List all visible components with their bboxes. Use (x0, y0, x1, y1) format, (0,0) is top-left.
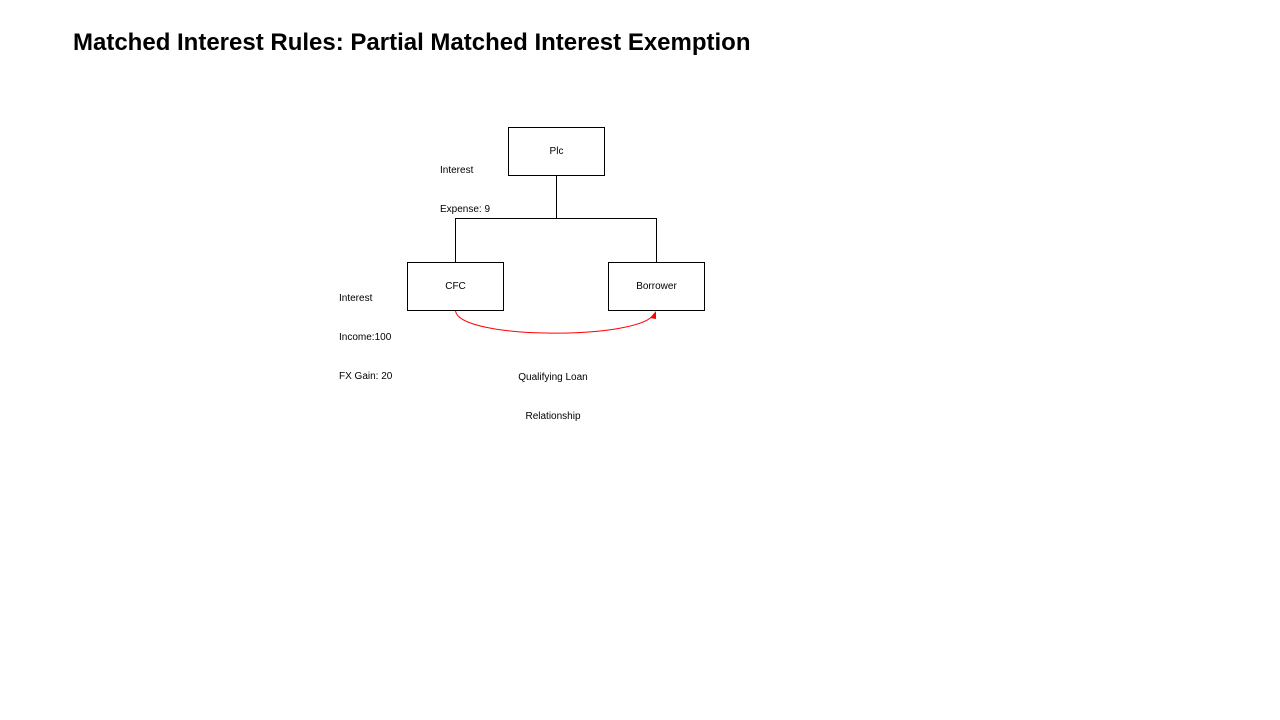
edge-label-line: Relationship (525, 411, 581, 422)
plc-annotation: Interest Expense: 9 (440, 138, 490, 229)
annotation-line: FX Gain: 20 (339, 371, 393, 382)
cfc-annotation: Interest Income:100 FX Gain: 20 (339, 266, 392, 396)
node-label: CFC (445, 281, 466, 292)
node-cfc[interactable]: CFC (407, 262, 504, 311)
annotation-line: Interest (440, 165, 474, 176)
ownership-connector (455, 175, 657, 262)
node-plc[interactable]: Plc (508, 127, 605, 176)
annotation-line: Expense: 9 (440, 204, 491, 215)
node-label: Borrower (636, 281, 677, 292)
edge-label-line: Qualifying Loan (518, 372, 588, 383)
page-title: Matched Interest Rules: Partial Matched … (73, 29, 751, 56)
arrowhead-icon (650, 311, 656, 319)
node-label: Plc (549, 146, 564, 157)
node-borrower[interactable]: Borrower (608, 262, 705, 311)
annotation-line: Interest (339, 293, 373, 304)
loan-relationship-label: Qualifying Loan Relationship (503, 345, 603, 436)
annotation-line: Income:100 (339, 332, 392, 343)
loan-relationship-arrow (455, 310, 655, 334)
